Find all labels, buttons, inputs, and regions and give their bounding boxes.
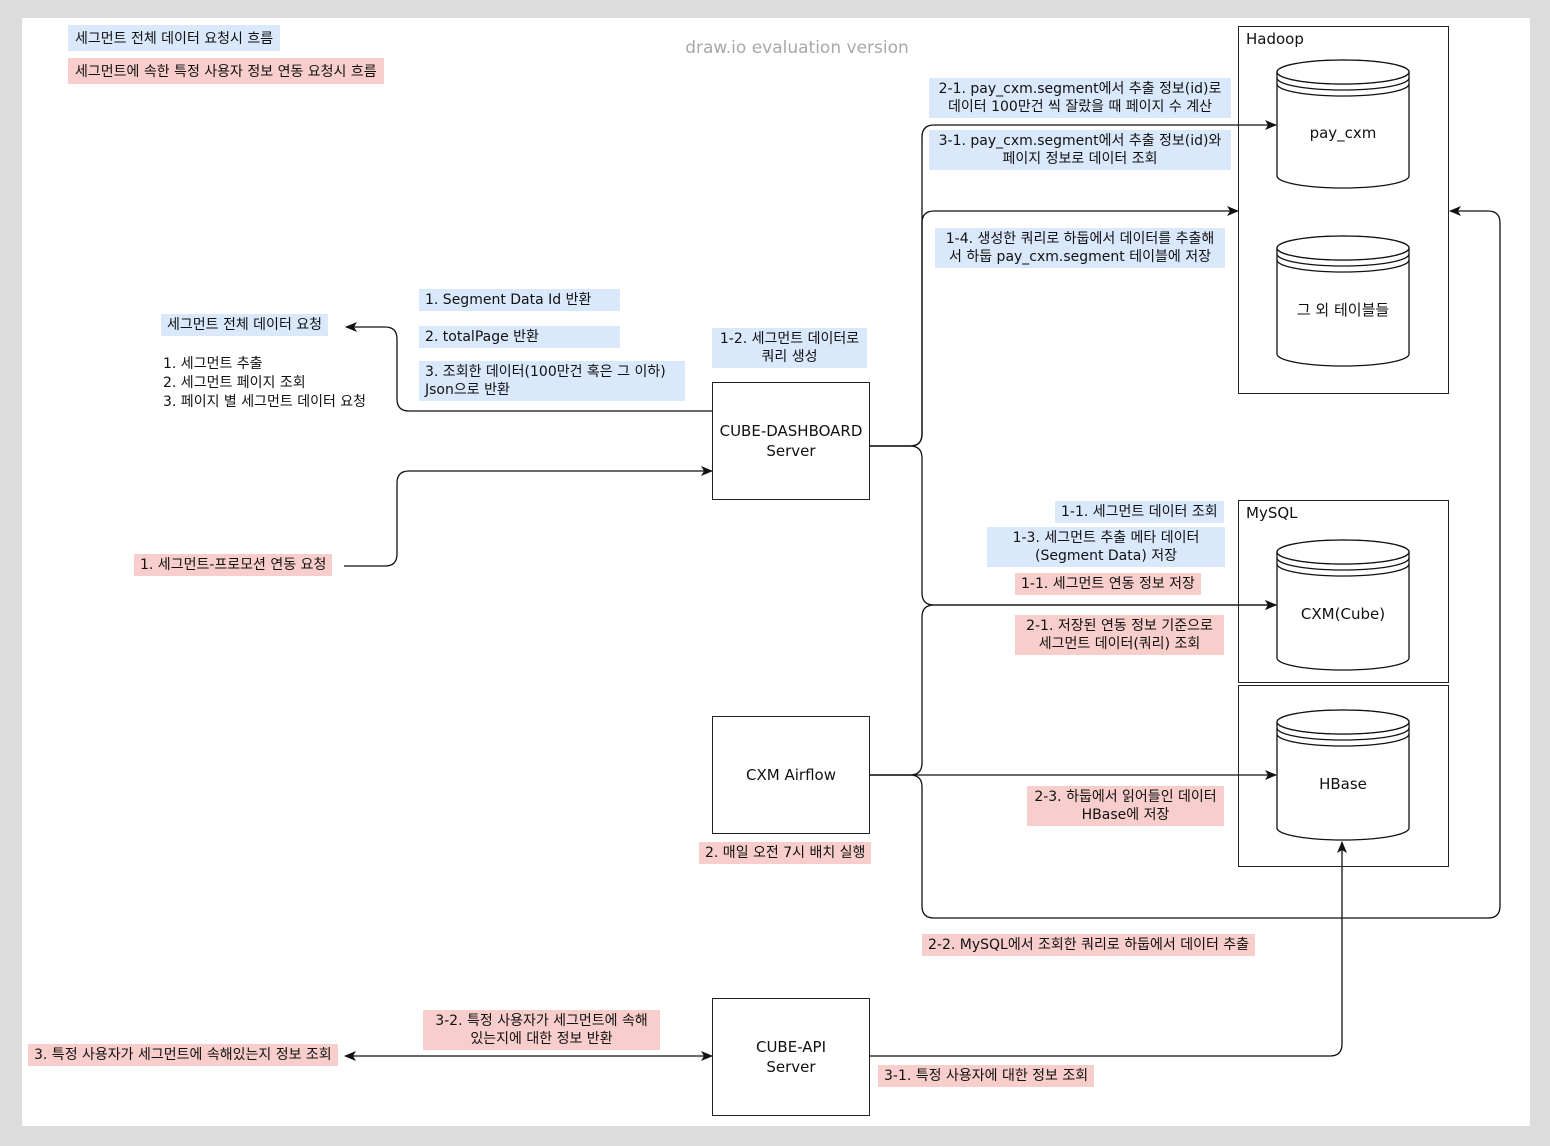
edge-promo-link	[344, 466, 713, 567]
edge-airflow-mysql	[870, 600, 1277, 776]
hadoop-title: Hadoop	[1246, 30, 1304, 48]
label-return-2: 2. totalPage 반환	[419, 326, 620, 348]
label-hadoop-3-1: 3-1. pay_cxm.segment에서 추출 정보(id)와 페이지 정보…	[929, 130, 1231, 170]
label-promo-link-request: 1. 세그먼트-프로모션 연동 요청	[134, 554, 333, 576]
db-other-tables-label: 그 외 테이블들	[1297, 301, 1390, 319]
edge-api-hbase	[870, 841, 1347, 1057]
hbase-container[interactable]	[1238, 685, 1449, 867]
label-red-2-2: 2-2. MySQL에서 조회한 쿼리로 하둡에서 데이터 추출	[922, 934, 1256, 956]
label-red-3-2: 3-2. 특정 사용자가 세그먼트에 속해 있는지에 대한 정보 반환	[423, 1010, 660, 1050]
label-red-1-1: 1-1. 세그먼트 연동 정보 저장	[1015, 573, 1201, 595]
db-cxm-cube-label: CXM(Cube)	[1301, 605, 1385, 623]
label-red-2-1: 2-1. 저장된 연동 정보 기준으로 세그먼트 데이터(쿼리) 조회	[1015, 615, 1224, 655]
edge-dashboard-paycxm	[870, 120, 1277, 447]
request-step: 1. 세그먼트 추출	[163, 356, 263, 372]
label-query-generate: 1-2. 세그먼트 데이터로 쿼리 생성	[712, 328, 867, 368]
label-hadoop-1-4: 1-4. 생성한 쿼리로 하둡에서 데이터를 추출해 서 하둡 pay_cxm.…	[935, 228, 1225, 268]
cxm-airflow-box[interactable]: CXM Airflow	[712, 716, 870, 834]
legend-blue-flow: 세그먼트 전체 데이터 요청시 흐름	[68, 25, 281, 51]
db-hbase-label: HBase	[1319, 775, 1367, 793]
legend-red-flow: 세그먼트에 속한 특정 사용자 정보 연동 요청시 흐름	[68, 58, 384, 84]
edge-dashboard-hadoop	[870, 206, 1239, 447]
db-other-tables[interactable]: 그 외 테이블들	[1276, 235, 1410, 367]
label-red-3-1: 3-1. 특정 사용자에 대한 정보 조회	[878, 1065, 1095, 1087]
label-return-1: 1. Segment Data Id 반환	[419, 289, 620, 311]
db-hbase[interactable]: HBase	[1276, 709, 1410, 841]
db-pay-cxm-label: pay_cxm	[1310, 124, 1377, 143]
request-step: 3. 페이지 별 세그먼트 데이터 요청	[163, 394, 367, 410]
label-red-2-3: 2-3. 하둡에서 읽어들인 데이터 HBase에 저장	[1027, 786, 1224, 826]
diagram-canvas: pay_cxm 그 외 테이블들 CXM(Cube) HBase draw.io ev…	[22, 18, 1530, 1126]
label-return-3: 3. 조회한 데이터(100만건 혹은 그 이하) Json으로 반환	[419, 361, 685, 401]
edge-full-request	[345, 322, 723, 416]
label-user-check: 3. 특정 사용자가 세그먼트에 속해있는지 정보 조회	[28, 1044, 338, 1066]
mysql-container[interactable]: MySQL	[1238, 500, 1449, 683]
edge-airflow-hadoop	[870, 206, 1501, 919]
label-batch-schedule: 2. 매일 오전 7시 배치 실행	[699, 842, 872, 864]
request-steps-list: 1. 세그먼트 추출 2. 세그먼트 페이지 조회 3. 페이지 별 세그먼트 …	[163, 355, 366, 412]
connectors-layer: pay_cxm 그 외 테이블들 CXM(Cube) HBase	[344, 59, 1501, 1061]
label-hadoop-2-1: 2-1. pay_cxm.segment에서 추출 정보(id)로 데이터 10…	[929, 78, 1231, 118]
cube-dashboard-server[interactable]: CUBE-DASHBOARD Server	[712, 382, 870, 500]
edge-dashboard-mysql	[870, 445, 1277, 610]
cube-api-server[interactable]: CUBE-API Server	[712, 998, 870, 1116]
label-mysql-1-1: 1-1. 세그먼트 데이터 조회	[1055, 501, 1224, 523]
hadoop-container[interactable]: Hadoop	[1238, 26, 1449, 394]
db-cxm-cube[interactable]: CXM(Cube)	[1276, 539, 1410, 671]
db-pay-cxm[interactable]: pay_cxm	[1276, 59, 1410, 189]
label-mysql-1-3: 1-3. 세그먼트 추출 메타 데이터 (Segment Data) 저장	[987, 527, 1225, 567]
request-step: 2. 세그먼트 페이지 조회	[163, 375, 306, 391]
watermark-text: draw.io evaluation version	[685, 38, 909, 58]
label-full-data-request: 세그먼트 전체 데이터 요청	[161, 314, 329, 336]
mysql-title: MySQL	[1246, 504, 1298, 522]
